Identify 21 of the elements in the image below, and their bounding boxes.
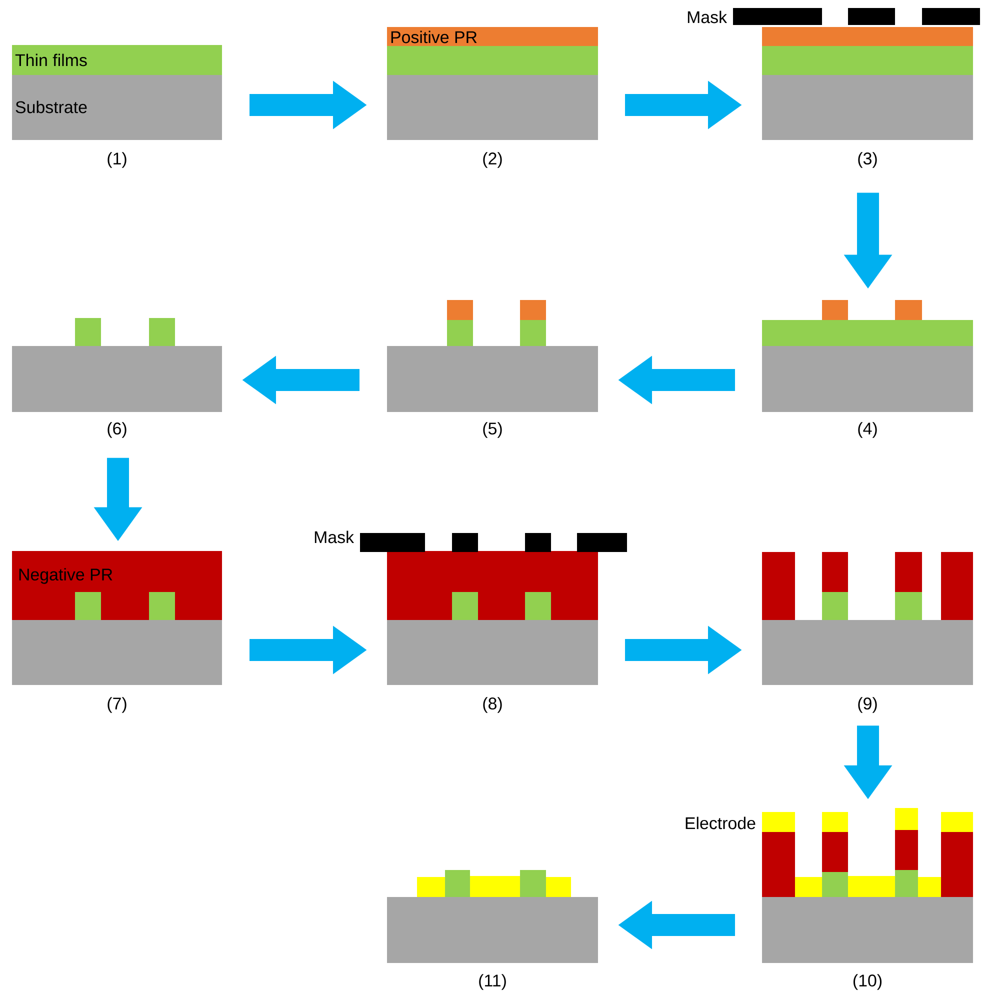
step-number: (9) (858, 697, 877, 713)
layer-stack-drawing (387, 300, 598, 412)
layer-stack-drawing (387, 870, 598, 963)
step-number: (2) (483, 152, 502, 168)
step-number: (4) (858, 422, 877, 438)
step-number: (11) (479, 974, 506, 990)
layer-label: Electrode (686, 816, 756, 830)
step-number: (8) (483, 697, 502, 713)
layer-label: Mask (314, 530, 354, 544)
layer-stack-drawing (762, 552, 973, 685)
layer-label: Mask (688, 10, 728, 24)
step-number: (5) (483, 422, 502, 438)
layer-label: Thin films (15, 54, 87, 66)
step-number: (6) (108, 422, 126, 438)
step-number: (3) (858, 152, 877, 168)
layer-stack-drawing (762, 300, 973, 412)
step-number: (7) (108, 697, 126, 713)
layer-label: Positive PR (391, 30, 477, 44)
step-number: (1) (108, 152, 126, 168)
layer-stack-drawing (12, 318, 222, 412)
step-number: (10) (854, 974, 882, 990)
